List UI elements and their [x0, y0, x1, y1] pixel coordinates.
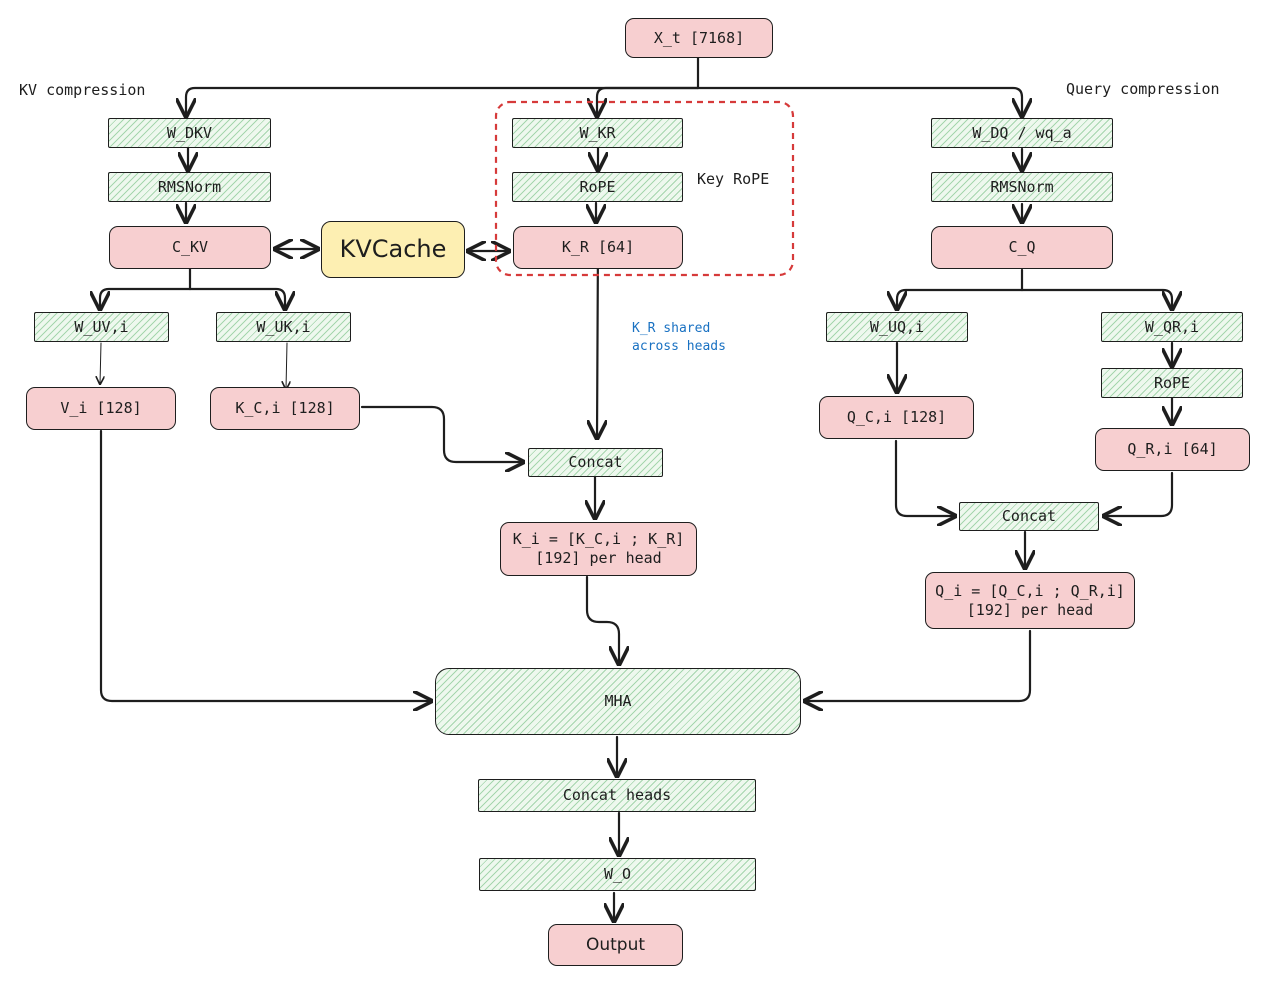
rmsnorm-kv-node: RMSNorm [108, 172, 271, 202]
edge-split-wqr [1020, 288, 1172, 309]
w-qr-node: W_QR,i [1101, 312, 1243, 342]
edge-split-wuq [897, 288, 1024, 309]
rmsnorm-q-node: RMSNorm [931, 172, 1113, 202]
concat-heads-node: Concat heads [478, 779, 756, 812]
kv-compression-label: KV compression [19, 81, 146, 99]
concat-k-node: Concat [528, 448, 663, 477]
rope-q-node: RoPE [1101, 368, 1243, 398]
w-o-node: W_O [479, 858, 756, 891]
w-dkv-node: W_DKV [108, 118, 271, 148]
edge-ki-mha [585, 575, 619, 664]
edge-qc-concat [894, 439, 955, 516]
rope-k-node: RoPE [512, 172, 683, 202]
kvcache-node: KVCache [321, 221, 465, 278]
w-uv-node: W_UV,i [34, 312, 169, 342]
w-uq-node: W_UQ,i [826, 312, 968, 342]
edge-split-wuk [188, 287, 285, 309]
w-dq-node: W_DQ / wq_a [931, 118, 1113, 148]
edge-kr-concat [597, 238, 598, 438]
edge-kc-concat [360, 405, 523, 462]
concat-q-node: Concat [959, 502, 1099, 531]
q-r-node: Q_R,i [64] [1095, 428, 1250, 471]
w-uk-node: W_UK,i [216, 312, 351, 342]
v-i-node: V_i [128] [26, 387, 176, 430]
k-c-node: K_C,i [128] [210, 387, 360, 430]
c-q-node: C_Q [931, 226, 1113, 269]
edge-xt-to-wdq [696, 86, 1022, 116]
xt-node: X_t [7168] [625, 18, 773, 58]
edge-qr-concat [1104, 471, 1174, 516]
edge-xt-to-wdkv [186, 86, 700, 116]
q-i-node: Q_i = [Q_C,i ; Q_R,i] [192] per head [925, 572, 1135, 629]
q-c-node: Q_C,i [128] [819, 396, 974, 439]
k-i-node: K_i = [K_C,i ; K_R] [192] per head [500, 522, 697, 576]
edge-vi-mha [99, 429, 431, 701]
w-kr-node: W_KR [512, 118, 683, 148]
query-compression-label: Query compression [1066, 80, 1220, 98]
mha-node: MHA [435, 668, 801, 735]
c-kv-node: C_KV [109, 226, 271, 269]
output-node: Output [548, 924, 683, 966]
key-rope-group [494, 100, 795, 277]
edge-wuv-vi [100, 342, 101, 384]
key-rope-label: Key RoPE [697, 170, 770, 188]
edge-qi-mha [805, 629, 1032, 701]
shared-note: K_R shared across heads [632, 321, 726, 354]
k-r-node: K_R [64] [513, 226, 683, 269]
edge-wuk-kc [286, 342, 287, 389]
edge-xt-to-wkr [597, 86, 700, 116]
edge-split-wuv [100, 287, 192, 309]
